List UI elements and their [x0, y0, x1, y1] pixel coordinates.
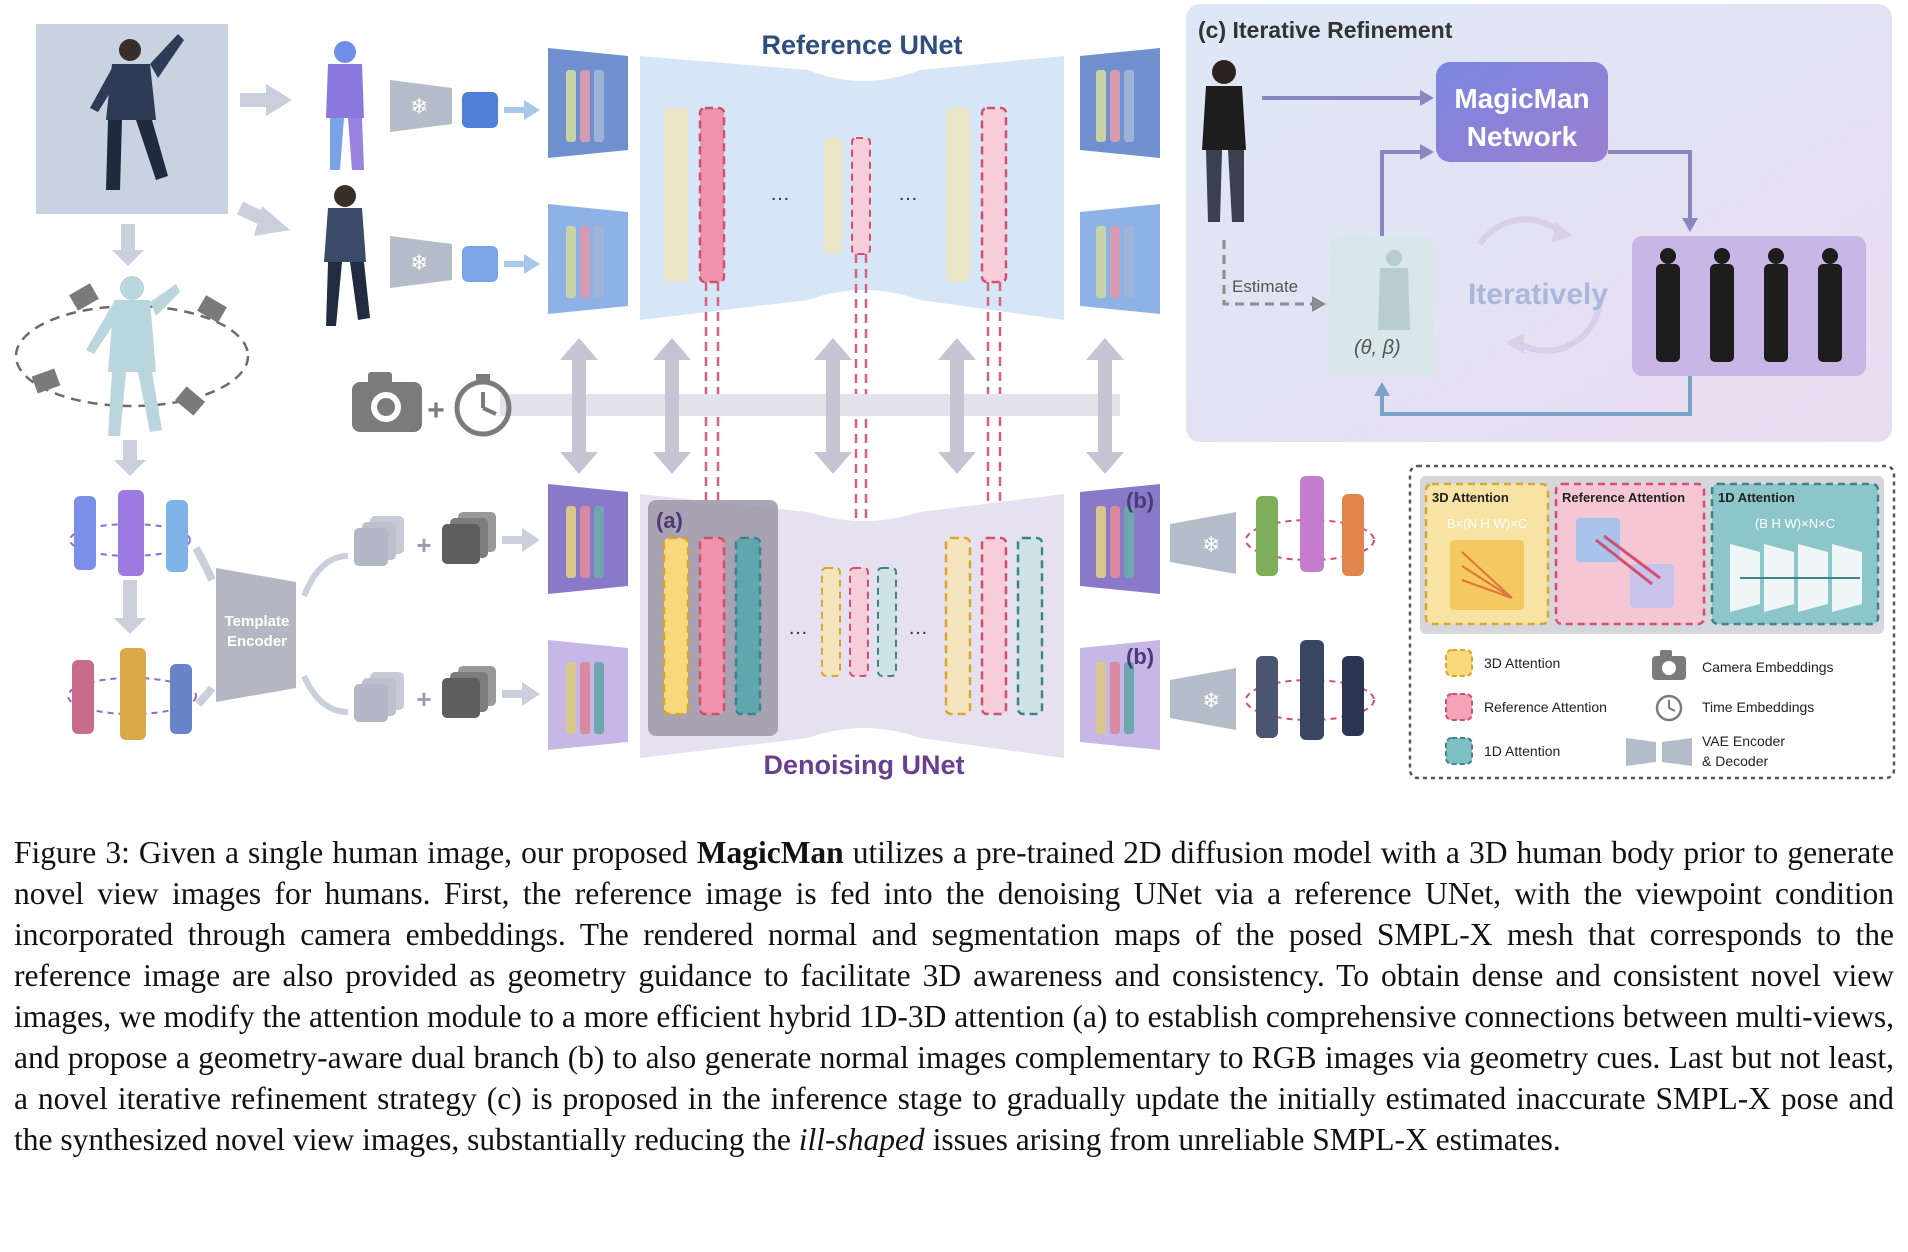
ellipsis: … [908, 617, 928, 639]
attention-box-1d: 1D Attention (B H W)×N×C [1710, 482, 1880, 626]
denoising-input-block-normal [548, 484, 628, 594]
plus-sign: + [416, 530, 431, 560]
plus-sign: + [427, 394, 445, 427]
template-encoder-label-line1: Template [225, 613, 290, 630]
legend-time-embeddings: Time Embeddings [1702, 699, 1814, 715]
caption-ending: issues arising from unreliable SMPL-X es… [924, 1122, 1561, 1157]
ellipsis: … [788, 617, 808, 639]
smplx-mesh-orbit [14, 276, 250, 436]
refattn-box-title: Reference Attention [1562, 490, 1685, 505]
legend-vae-line2: & Decoder [1702, 753, 1768, 769]
reference-rgb-image [324, 185, 370, 326]
noise-latent-stack-top [442, 512, 496, 564]
attn3d-box-formula: B×(N H W)×C [1447, 516, 1527, 531]
snowflake-icon: ❄ [1202, 688, 1220, 713]
attn3d-box-title: 3D Attention [1432, 490, 1509, 505]
attn1d-box-formula: (B H W)×N×C [1755, 516, 1835, 531]
legend-1d-attention: 1D Attention [1484, 743, 1560, 759]
snowflake-icon: ❄ [1202, 532, 1220, 557]
legend-3d-attention: 3D Attention [1484, 655, 1560, 671]
smpl-params-label: (θ, β) [1354, 337, 1401, 359]
magicman-network-box [1436, 62, 1608, 162]
magicman-network-label-line1: MagicMan [1454, 83, 1589, 114]
reference-unet-title: Reference UNet [761, 30, 962, 60]
template-encoder-label-line2: Encoder [227, 633, 287, 650]
iteratively-label: Iteratively [1468, 278, 1608, 311]
legend-reference-attention: Reference Attention [1484, 699, 1607, 715]
normal-maps-orbit [69, 490, 191, 576]
iterative-refinement-panel: (c) Iterative Refinement MagicMan Networ… [1186, 4, 1892, 442]
iterative-refinement-title: (c) Iterative Refinement [1198, 17, 1453, 43]
vae-decoder-rgb: ❄ [1170, 668, 1236, 730]
vae-encoder-reference-normal: ❄ [390, 80, 540, 132]
reference-input-block-normal [548, 48, 628, 158]
caption-prefix: Figure 3: Given a single human image, ou… [14, 835, 697, 870]
camera-icon [352, 372, 422, 432]
embedding-bus [500, 338, 1124, 474]
input-image-panel [36, 24, 228, 214]
figure-caption: Figure 3: Given a single human image, ou… [14, 832, 1894, 1160]
vae-decoder-normal: ❄ [1170, 512, 1236, 574]
attention-box-reference: Reference Attention [1554, 482, 1706, 626]
denoising-output-block-normal: (b) [1080, 484, 1160, 594]
legend-panel: 3D Attention B×(N H W)×C Reference Atten… [1408, 464, 1896, 780]
caption-method-name: MagicMan [696, 835, 844, 870]
denoising-unet-title: Denoising UNet [763, 750, 964, 780]
reference-unet: Reference UNet … … [640, 30, 1064, 320]
reference-output-block-bottom [1080, 204, 1160, 314]
legend-stopwatch-icon [1655, 694, 1683, 722]
denoising-unet: (a) … … Denoising UNet [640, 494, 1064, 780]
reference-output-block-top [1080, 48, 1160, 158]
ellipsis: … [770, 183, 790, 205]
caption-body: utilizes a pre-trained 2D diffusion mode… [14, 835, 1894, 1157]
legend-vae-line1: VAE Encoder [1702, 733, 1785, 749]
plus-sign: + [416, 684, 431, 714]
method-figure: Template Encoder + + [14, 4, 1896, 780]
legend-camera-icon [1652, 650, 1686, 680]
stopwatch-icon [454, 374, 512, 437]
rgb-output-views [1245, 640, 1375, 740]
snowflake-icon: ❄ [410, 94, 428, 119]
reference-normal-image [326, 41, 364, 170]
segmentation-maps-orbit [67, 648, 197, 740]
template-encoder: Template Encoder [216, 568, 296, 702]
marker-a: (a) [656, 508, 683, 533]
geometry-latent-stack-bottom [354, 672, 404, 722]
noise-latent-stack-bottom [442, 666, 496, 718]
vae-encoder-reference-rgb: ❄ [390, 236, 540, 288]
geometry-latent-stack-top [354, 516, 404, 566]
snowflake-icon: ❄ [410, 250, 428, 275]
magicman-network-label-line2: Network [1467, 121, 1578, 152]
estimate-label: Estimate [1232, 277, 1298, 296]
attn1d-box-title: 1D Attention [1718, 490, 1795, 505]
denoising-output-block-rgb: (b) [1080, 640, 1160, 750]
legend-vae-icon [1626, 738, 1692, 766]
legend-camera-embeddings: Camera Embeddings [1702, 659, 1834, 675]
normal-output-views [1245, 476, 1375, 576]
attention-box-3d: 3D Attention B×(N H W)×C [1424, 482, 1550, 626]
reference-input-block-rgb [548, 204, 628, 314]
ellipsis: … [898, 183, 918, 205]
denoising-input-block-rgb [548, 640, 628, 750]
caption-italic-term: ill-shaped [798, 1122, 925, 1157]
marker-b: (b) [1126, 644, 1154, 669]
marker-b: (b) [1126, 488, 1154, 513]
